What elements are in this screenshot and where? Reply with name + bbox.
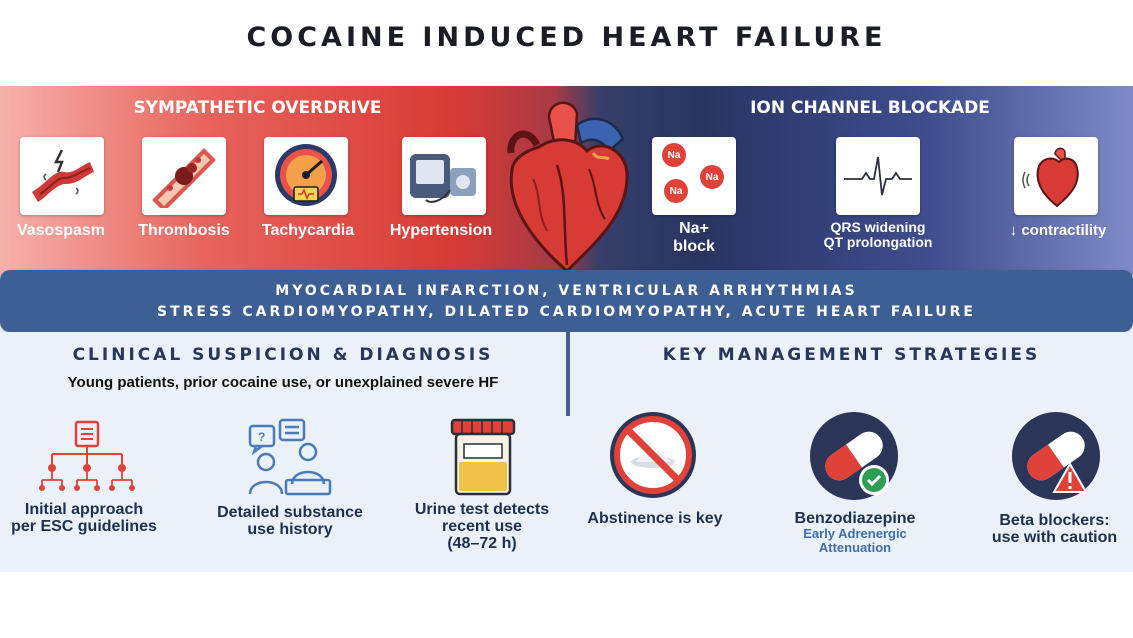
diagnosis-heading: CLINICAL SUSPICION & DIAGNOSIS [72,345,494,365]
diagnosis-subline: Young patients, prior cocaine use, or un… [67,374,499,391]
thrombosis-tile [142,137,226,215]
benzodiazepine-label: Benzodiazepine [794,510,916,527]
contractility-label: ↓ contractility [1009,222,1107,239]
urine-test-label-1: Urine test detects [414,501,550,518]
vasospasm-label: Vasospasm [16,222,106,239]
tachycardia-label: Tachycardia [261,222,355,239]
benzodiazepine-sub-2: Attenuation [818,540,892,555]
sodium-ions-icon: Na Na Na [652,137,736,215]
tachycardia-tile [264,137,348,215]
consultation-icon: ? [248,418,332,496]
sympathetic-heading: SYMPATHETIC OVERDRIVE [133,98,382,118]
sodium-ion-3: Na [664,179,688,203]
hypertension-label: Hypertension [389,222,493,239]
svg-text:?: ? [258,430,265,444]
sodium-ion-2: Na [700,165,724,189]
contractility-tile [1014,137,1098,215]
sodium-ion-1: Na [662,143,686,167]
thrombosis-icon [152,148,216,208]
urine-test-label-3: (48–72 h) [447,535,517,552]
urine-sample-icon [450,418,516,496]
vasospasm-tile [20,137,104,215]
heart-contractility-icon [1022,147,1079,208]
anatomical-heart-icon [507,101,629,274]
flowchart-icon [39,420,135,491]
abstinence-label: Abstinence is key [587,510,723,527]
substance-history-label-2: use history [247,521,333,538]
beta-blockers-label-1: Beta blockers: [999,512,1110,529]
outcomes-line-1: MYOCARDIAL INFARCTION, VENTRICULAR ARRHY… [275,283,858,299]
no-cocaine-icon [610,412,696,498]
pill-check-icon [810,412,898,500]
initial-approach-label-2: per ESC guidelines [11,518,157,535]
beta-blockers-label-2: use with caution [991,529,1118,546]
section-divider [566,332,570,416]
initial-approach-label-1: Initial approach [24,501,144,518]
thrombosis-label: Thrombosis [138,222,230,239]
sodium-block-tile: Na Na Na [652,137,736,215]
outcomes-line-2: STRESS CARDIOMYOPATHY, DILATED CARDIOMYO… [157,304,976,320]
benzodiazepine-sub-1: Early Adrenergic [803,526,907,541]
hypertension-tile [402,137,486,215]
sodium-block-label-1: Na+ [679,220,709,237]
urine-test-label-2: recent use [441,518,523,535]
blood-pressure-monitor-icon [410,154,476,203]
ion-channel-heading: ION CHANNEL BLOCKADE [750,98,990,118]
outcomes-bar: MYOCARDIAL INFARCTION, VENTRICULAR ARRHY… [0,270,1133,332]
substance-history-label-1: Detailed substance [217,504,363,521]
sodium-block-label-2: block [673,238,715,255]
vasospasm-icon [32,149,94,202]
ecg-icon [844,156,912,196]
management-heading: KEY MANAGEMENT STRATEGIES [662,345,1041,365]
qrs-widening-label: QRS widening [830,219,926,235]
tachycardia-gauge-icon [275,144,337,206]
page-title: COCAINE INDUCED HEART FAILURE [246,22,887,53]
qt-prolongation-label: QT prolongation [823,234,933,250]
ecg-tile [836,137,920,215]
pill-warning-icon [1012,412,1100,500]
